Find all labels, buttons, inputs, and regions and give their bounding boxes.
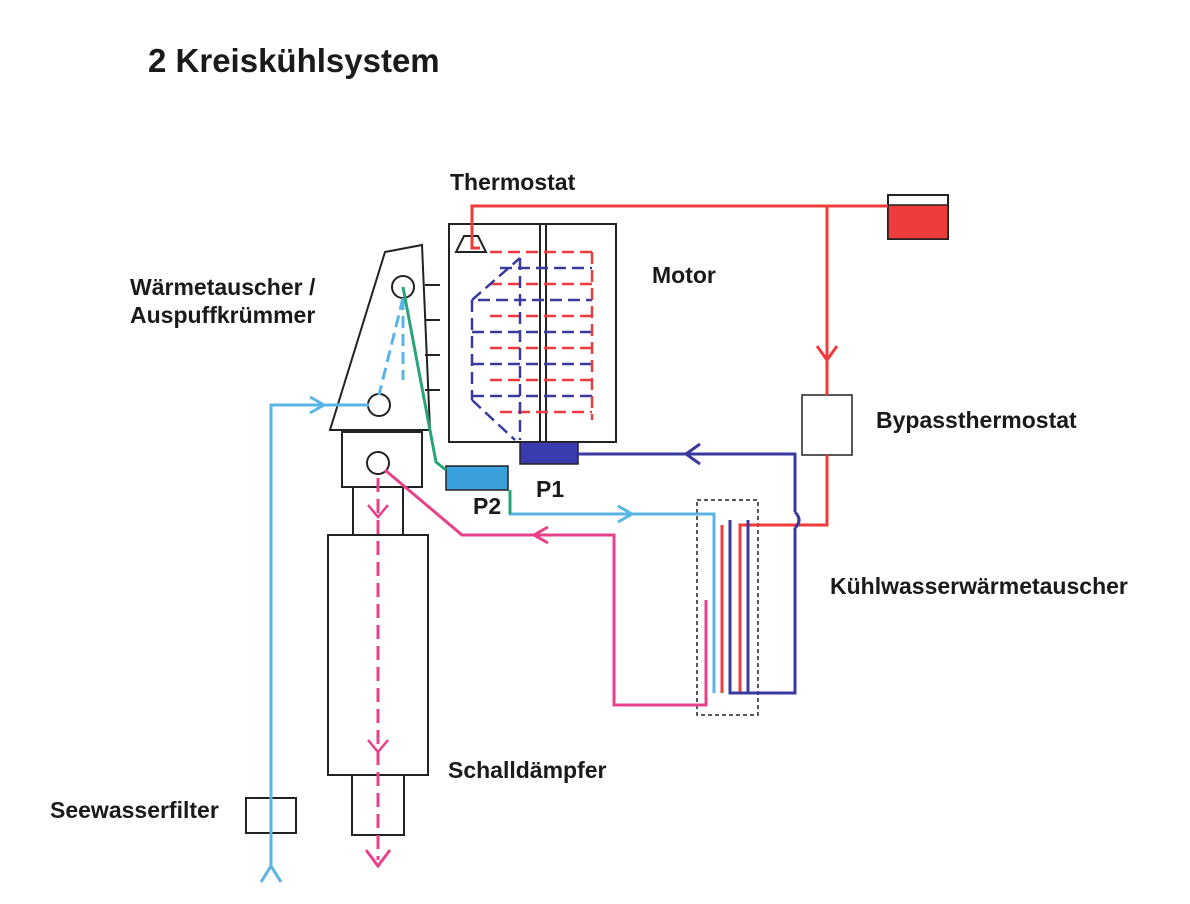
sea-water-intake-arrow	[259, 863, 283, 883]
sea-water-inlet-arrow	[309, 395, 328, 415]
bypass-thermostat	[801, 394, 853, 456]
cold-coolant-line	[578, 452, 801, 695]
coolant-heat-exchanger	[696, 499, 759, 716]
label-sea-water-filter: Seewasserfilter	[50, 797, 219, 823]
manifold-wedge	[328, 243, 432, 431]
exhaust-water-line	[376, 468, 708, 860]
label-heat-exchanger-line2: Auspuffkrümmer	[130, 302, 315, 328]
label-bypass-thermostat: Bypassthermostat	[876, 407, 1077, 433]
label-heat-exchanger-line1: Wärmetauscher /	[130, 274, 316, 300]
exhaust-water-arrow	[530, 525, 549, 545]
exhaust-down-arrow-2	[367, 739, 389, 754]
label-thermostat: Thermostat	[450, 169, 576, 195]
label-muffler: Schalldämpfer	[448, 757, 607, 783]
pump-p2	[445, 465, 509, 491]
label-pump-p1: P1	[536, 476, 564, 502]
expansion-tank	[887, 194, 949, 240]
label-coolant-heat-exchanger: Kühlwasserwärmetauscher	[830, 573, 1128, 599]
diagram-title: 2 Kreiskühlsystem	[148, 42, 440, 79]
sea-water-arrow-2	[617, 504, 636, 524]
engine	[448, 223, 617, 443]
pump-p1	[519, 441, 579, 465]
hot-coolant-arrow	[815, 345, 839, 363]
hot-coolant-line	[470, 204, 888, 693]
cold-coolant-arrow	[683, 442, 701, 466]
p2-feed-line	[401, 286, 447, 472]
exhaust-outlet-arrow	[364, 849, 392, 869]
label-pump-p2: P2	[473, 493, 501, 519]
exhaust-down-arrow-1	[367, 504, 389, 519]
label-motor: Motor	[652, 262, 716, 288]
muffler	[327, 534, 429, 836]
manifold-outlet-chamber	[341, 431, 423, 488]
